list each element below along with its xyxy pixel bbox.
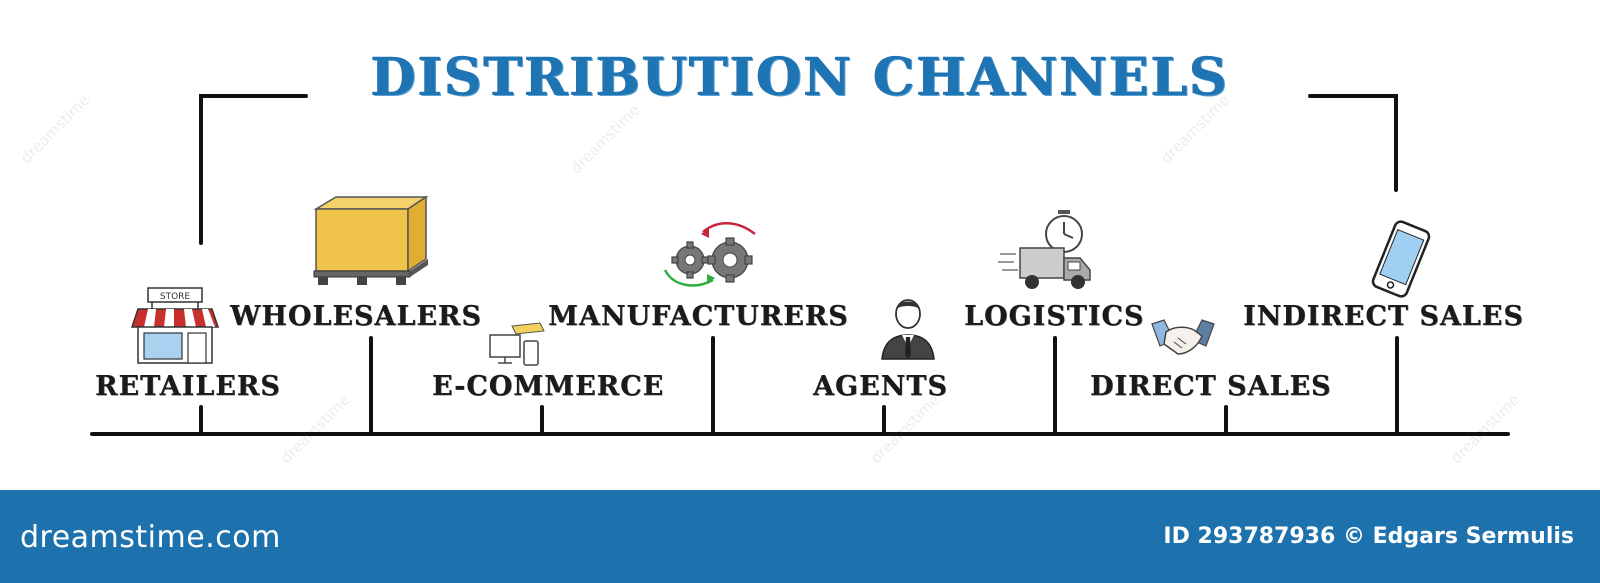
computer-shopping-icon: [489, 322, 545, 366]
label-agents: AGENTS: [813, 371, 948, 402]
copyright-symbol: ©: [1342, 524, 1365, 549]
author-name: Edgars Sermulis: [1372, 524, 1574, 549]
title-bracket-left: [199, 94, 308, 245]
pallet-box-icon: [313, 195, 429, 285]
label-logistics: LOGISTICS: [964, 301, 1145, 332]
store-icon: STORE: [130, 287, 220, 364]
brand-logo[interactable]: dreamstime.com: [20, 520, 281, 555]
smartphone-icon: [1371, 220, 1431, 298]
handshake-icon: [1151, 319, 1215, 355]
label-indirect-sales: INDIRECT SALES: [1243, 301, 1524, 332]
diagram-title: DISTRIBUTION CHANNELS: [370, 47, 1230, 108]
label-wholesalers: WHOLESALERS: [230, 301, 482, 332]
label-direct-sales: DIRECT SALES: [1090, 371, 1332, 402]
label-manufacturers: MANUFACTURERS: [548, 301, 849, 332]
gears-cycle-icon: [663, 222, 756, 287]
businessman-icon: [881, 299, 935, 360]
label-ecommerce: E-COMMERCE: [432, 371, 665, 402]
delivery-truck-clock-icon: [998, 210, 1091, 289]
label-retailers: RETAILERS: [95, 371, 281, 402]
image-id: 293787936: [1197, 524, 1336, 549]
diagram-canvas: dreamstime dreamstime dreamstime dreamst…: [16, 47, 1524, 468]
image-credit: ID 293787936 © Edgars Sermulis: [1163, 524, 1574, 549]
image-id-label: ID: [1163, 524, 1190, 549]
connector-lines: [90, 94, 1510, 436]
footer-bar: dreamstime.com ID 293787936 © Edgars Ser…: [0, 490, 1600, 583]
title-bracket-right: [1308, 94, 1398, 192]
store-sign-text: STORE: [160, 292, 191, 302]
